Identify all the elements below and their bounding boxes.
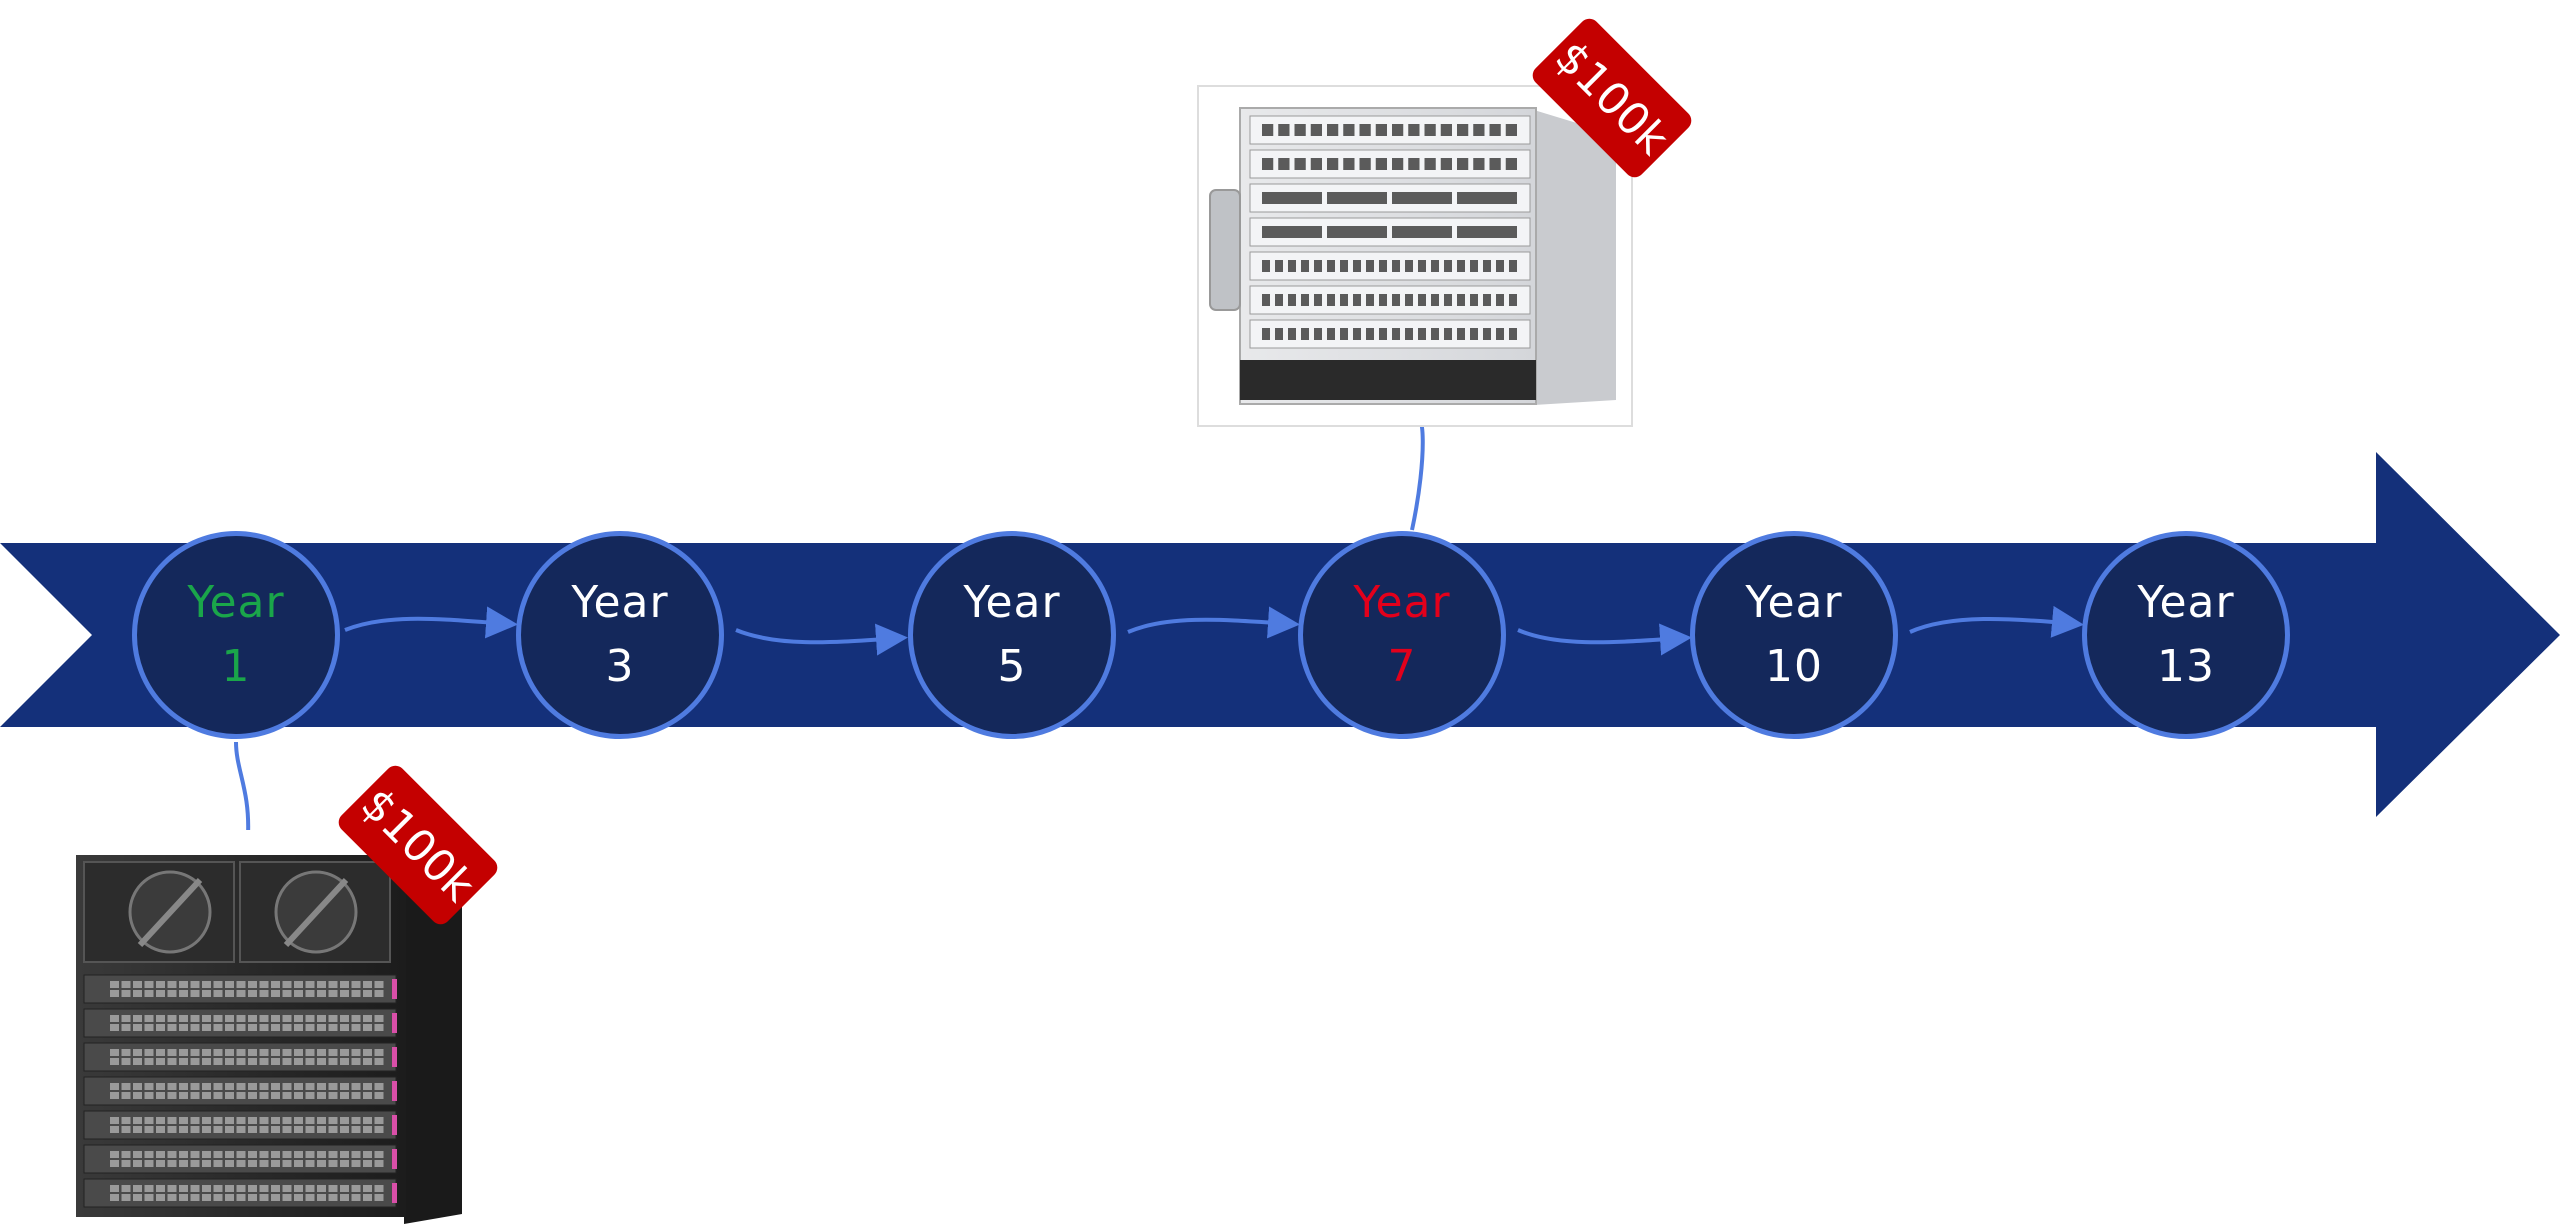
new-line-card [1249, 285, 1531, 315]
caption-year-5-line-1: End of [954, 791, 1070, 832]
caption-year-3-line-1: End of [562, 791, 678, 832]
milestone-year-5-word: Year [963, 577, 1061, 628]
legacy-line-card [83, 1076, 397, 1106]
new-line-card [1249, 149, 1531, 179]
milestone-year-5-number: 5 [997, 641, 1027, 692]
caption-year-7-line-2: Support [1330, 845, 1474, 886]
legacy-line-card [83, 1110, 397, 1140]
legacy-line-card [83, 1144, 397, 1174]
caption-year-13-line-2: Sale [2147, 460, 2225, 501]
milestone-year-1-word: Year [187, 577, 285, 628]
milestone-year-7-word: Year [1353, 577, 1451, 628]
legacy-chassis-image [46, 830, 470, 1225]
leader-line-year1 [234, 741, 251, 836]
legacy-line-card [83, 974, 397, 1004]
caption-year-3: End of Sale [490, 785, 750, 893]
caption-year-5-line-2: Maintenance [896, 845, 1128, 886]
milestone-year-7: Year 7 [1298, 531, 1506, 739]
milestone-year-3: Year 3 [516, 531, 724, 739]
milestone-year-13-word: Year [2137, 577, 2235, 628]
leader-line-year7 [1410, 416, 1425, 531]
new-line-card [1249, 217, 1531, 247]
connector-7-10 [1517, 623, 1692, 656]
new-line-card [1249, 319, 1531, 349]
milestone-year-13: Year 13 [2082, 531, 2290, 739]
legacy-line-card [83, 1178, 397, 1208]
caption-year-7: End of Support [1272, 785, 1532, 893]
legacy-line-card [83, 1042, 397, 1072]
milestone-year-10-number: 10 [1765, 641, 1823, 692]
caption-year-3-line-2: Sale [581, 845, 659, 886]
legacy-line-card [83, 1008, 397, 1038]
milestone-year-1: Year 1 [132, 531, 340, 739]
new-line-card [1249, 115, 1531, 145]
new-chassis-image [1197, 85, 1633, 427]
milestone-year-5: Year 5 [908, 531, 1116, 739]
milestone-year-10-word: Year [1745, 577, 1843, 628]
connector-1-3 [344, 606, 518, 639]
caption-year-13: End of Sale [2056, 400, 2316, 508]
milestone-year-13-number: 13 [2157, 641, 2215, 692]
connector-10-13 [1909, 605, 2084, 638]
milestone-year-1-number: 1 [221, 641, 251, 692]
new-line-card [1249, 251, 1531, 281]
milestone-year-3-word: Year [571, 577, 669, 628]
milestone-year-3-number: 3 [605, 641, 635, 692]
milestone-year-7-number: 7 [1387, 641, 1417, 692]
caption-year-5: End of Maintenance [882, 785, 1142, 893]
caption-year-7-line-1: End of [1344, 791, 1460, 832]
milestone-year-10: Year 10 [1690, 531, 1898, 739]
connector-3-5 [735, 623, 908, 656]
new-line-card [1249, 183, 1531, 213]
connector-5-7 [1127, 606, 1300, 639]
caption-year-13-line-1: End of [2128, 406, 2244, 447]
